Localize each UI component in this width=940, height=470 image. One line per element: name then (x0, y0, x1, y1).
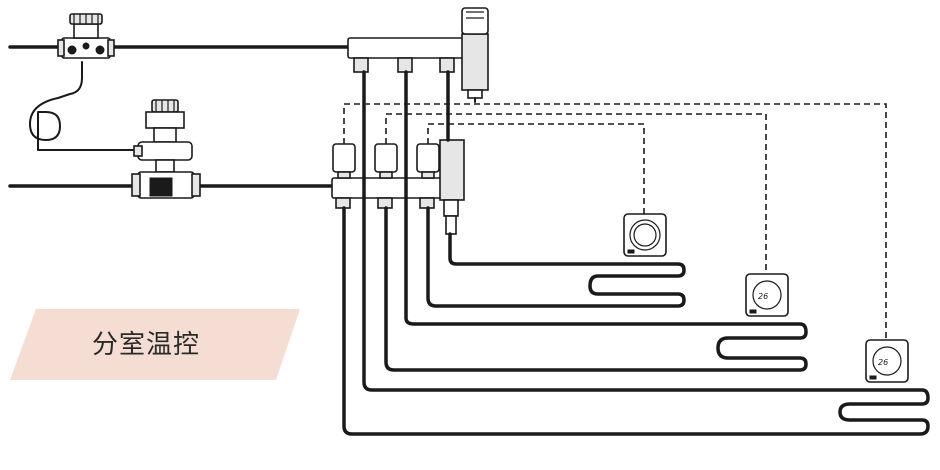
actuator-2 (374, 143, 398, 179)
capillary-tube (29, 61, 135, 151)
supply-manifold (347, 7, 489, 103)
digital-thermostat-1: 26 (745, 273, 789, 317)
thermostat-display-1: 26 (758, 292, 768, 301)
round-dial-thermostat (623, 213, 667, 257)
balancing-valve (57, 13, 115, 59)
control-wiring (343, 103, 887, 340)
heating-loop-1 (426, 206, 686, 308)
digital-thermostat-2: 26 (865, 339, 909, 383)
room-temperature-control-label: 分室温控 (92, 330, 201, 360)
return-manifold (331, 139, 465, 235)
pressure-controller (131, 99, 201, 199)
thermostat-display-2: 26 (878, 358, 888, 367)
heating-loop-3 (342, 70, 930, 436)
actuator-3 (416, 143, 440, 179)
actuator-1 (332, 143, 356, 179)
heating-loop-2 (384, 70, 808, 372)
label-banner (10, 309, 300, 380)
